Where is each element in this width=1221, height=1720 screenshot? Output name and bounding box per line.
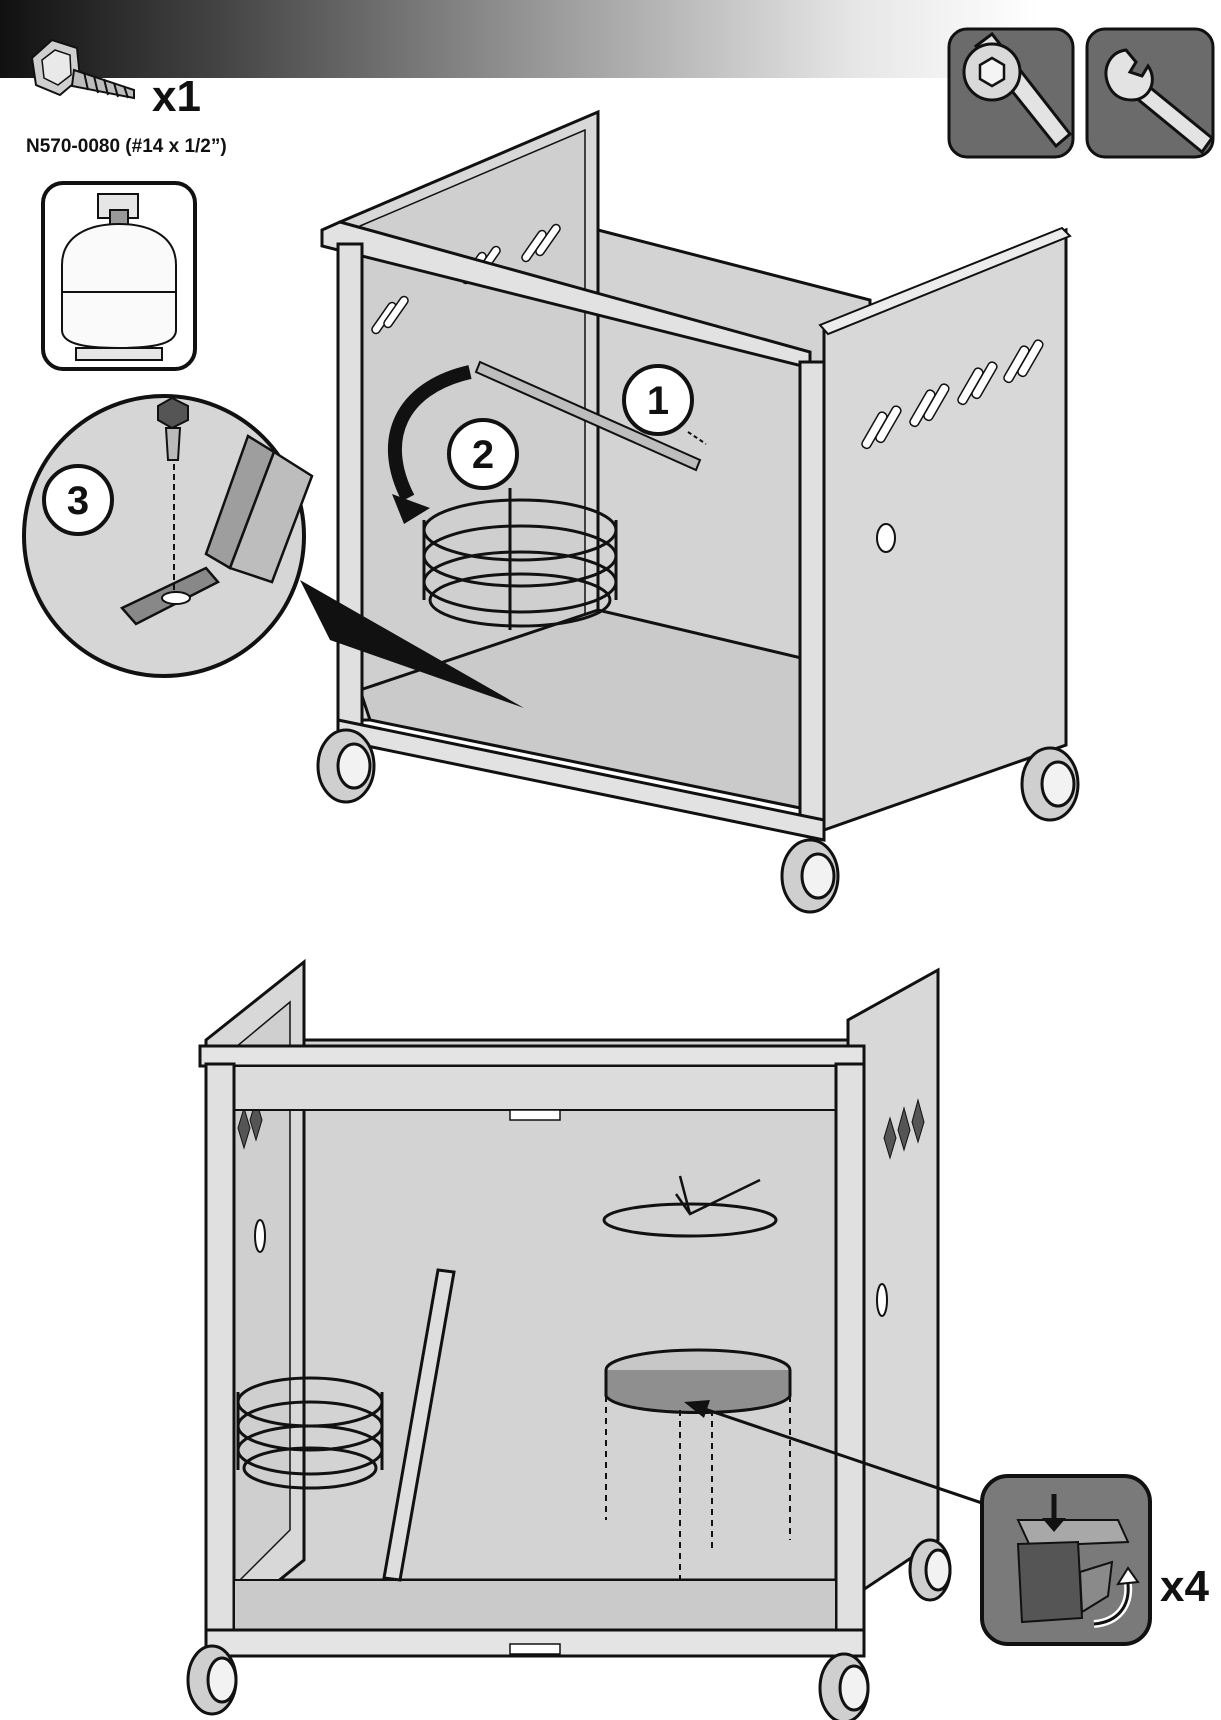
cart-assembly-bottom	[186, 958, 1151, 1720]
cart-assembly-top	[300, 109, 1080, 914]
screw-detail-magnifier	[22, 394, 314, 678]
hardware-quantity: x1	[152, 72, 201, 121]
step-3-badge: 3	[42, 464, 114, 536]
propane-tank-icon	[41, 181, 197, 371]
clip-detail-tile	[980, 1474, 1152, 1646]
step-2-number: 2	[472, 433, 494, 477]
hardware-part-code: N570-0080 (#14 x 1/2”)	[26, 136, 227, 157]
step-1-number: 1	[647, 379, 669, 423]
open-end-wrench-icon	[1085, 27, 1215, 159]
screw-icon	[30, 38, 135, 100]
step-3-number: 3	[67, 479, 89, 523]
hex-socket-wrench-icon	[947, 27, 1075, 159]
clip-quantity: x4	[1160, 1562, 1209, 1611]
step-1-badge: 1	[622, 364, 694, 436]
step-2-badge: 2	[447, 418, 519, 490]
